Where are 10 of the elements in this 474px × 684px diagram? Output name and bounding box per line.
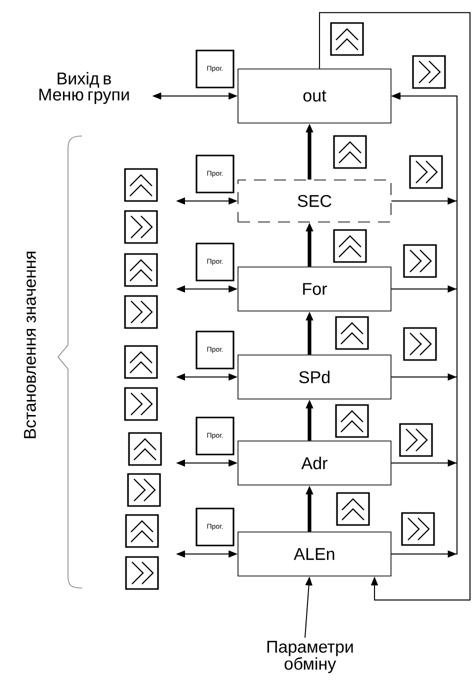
caption-text: Параметри обміну <box>267 640 353 674</box>
parameter-box: SEC <box>238 180 392 222</box>
parameter-box: ALEn <box>238 532 392 576</box>
side-label: Встановлення значення <box>24 252 36 438</box>
parameter-box: SPd <box>238 354 392 400</box>
parameter-box: For <box>238 266 392 312</box>
arrow <box>319 12 470 600</box>
caption-text: Вихід в Меню групи <box>39 72 129 104</box>
parameter-box: Adr <box>238 440 392 486</box>
parameter-box: out <box>238 68 392 124</box>
